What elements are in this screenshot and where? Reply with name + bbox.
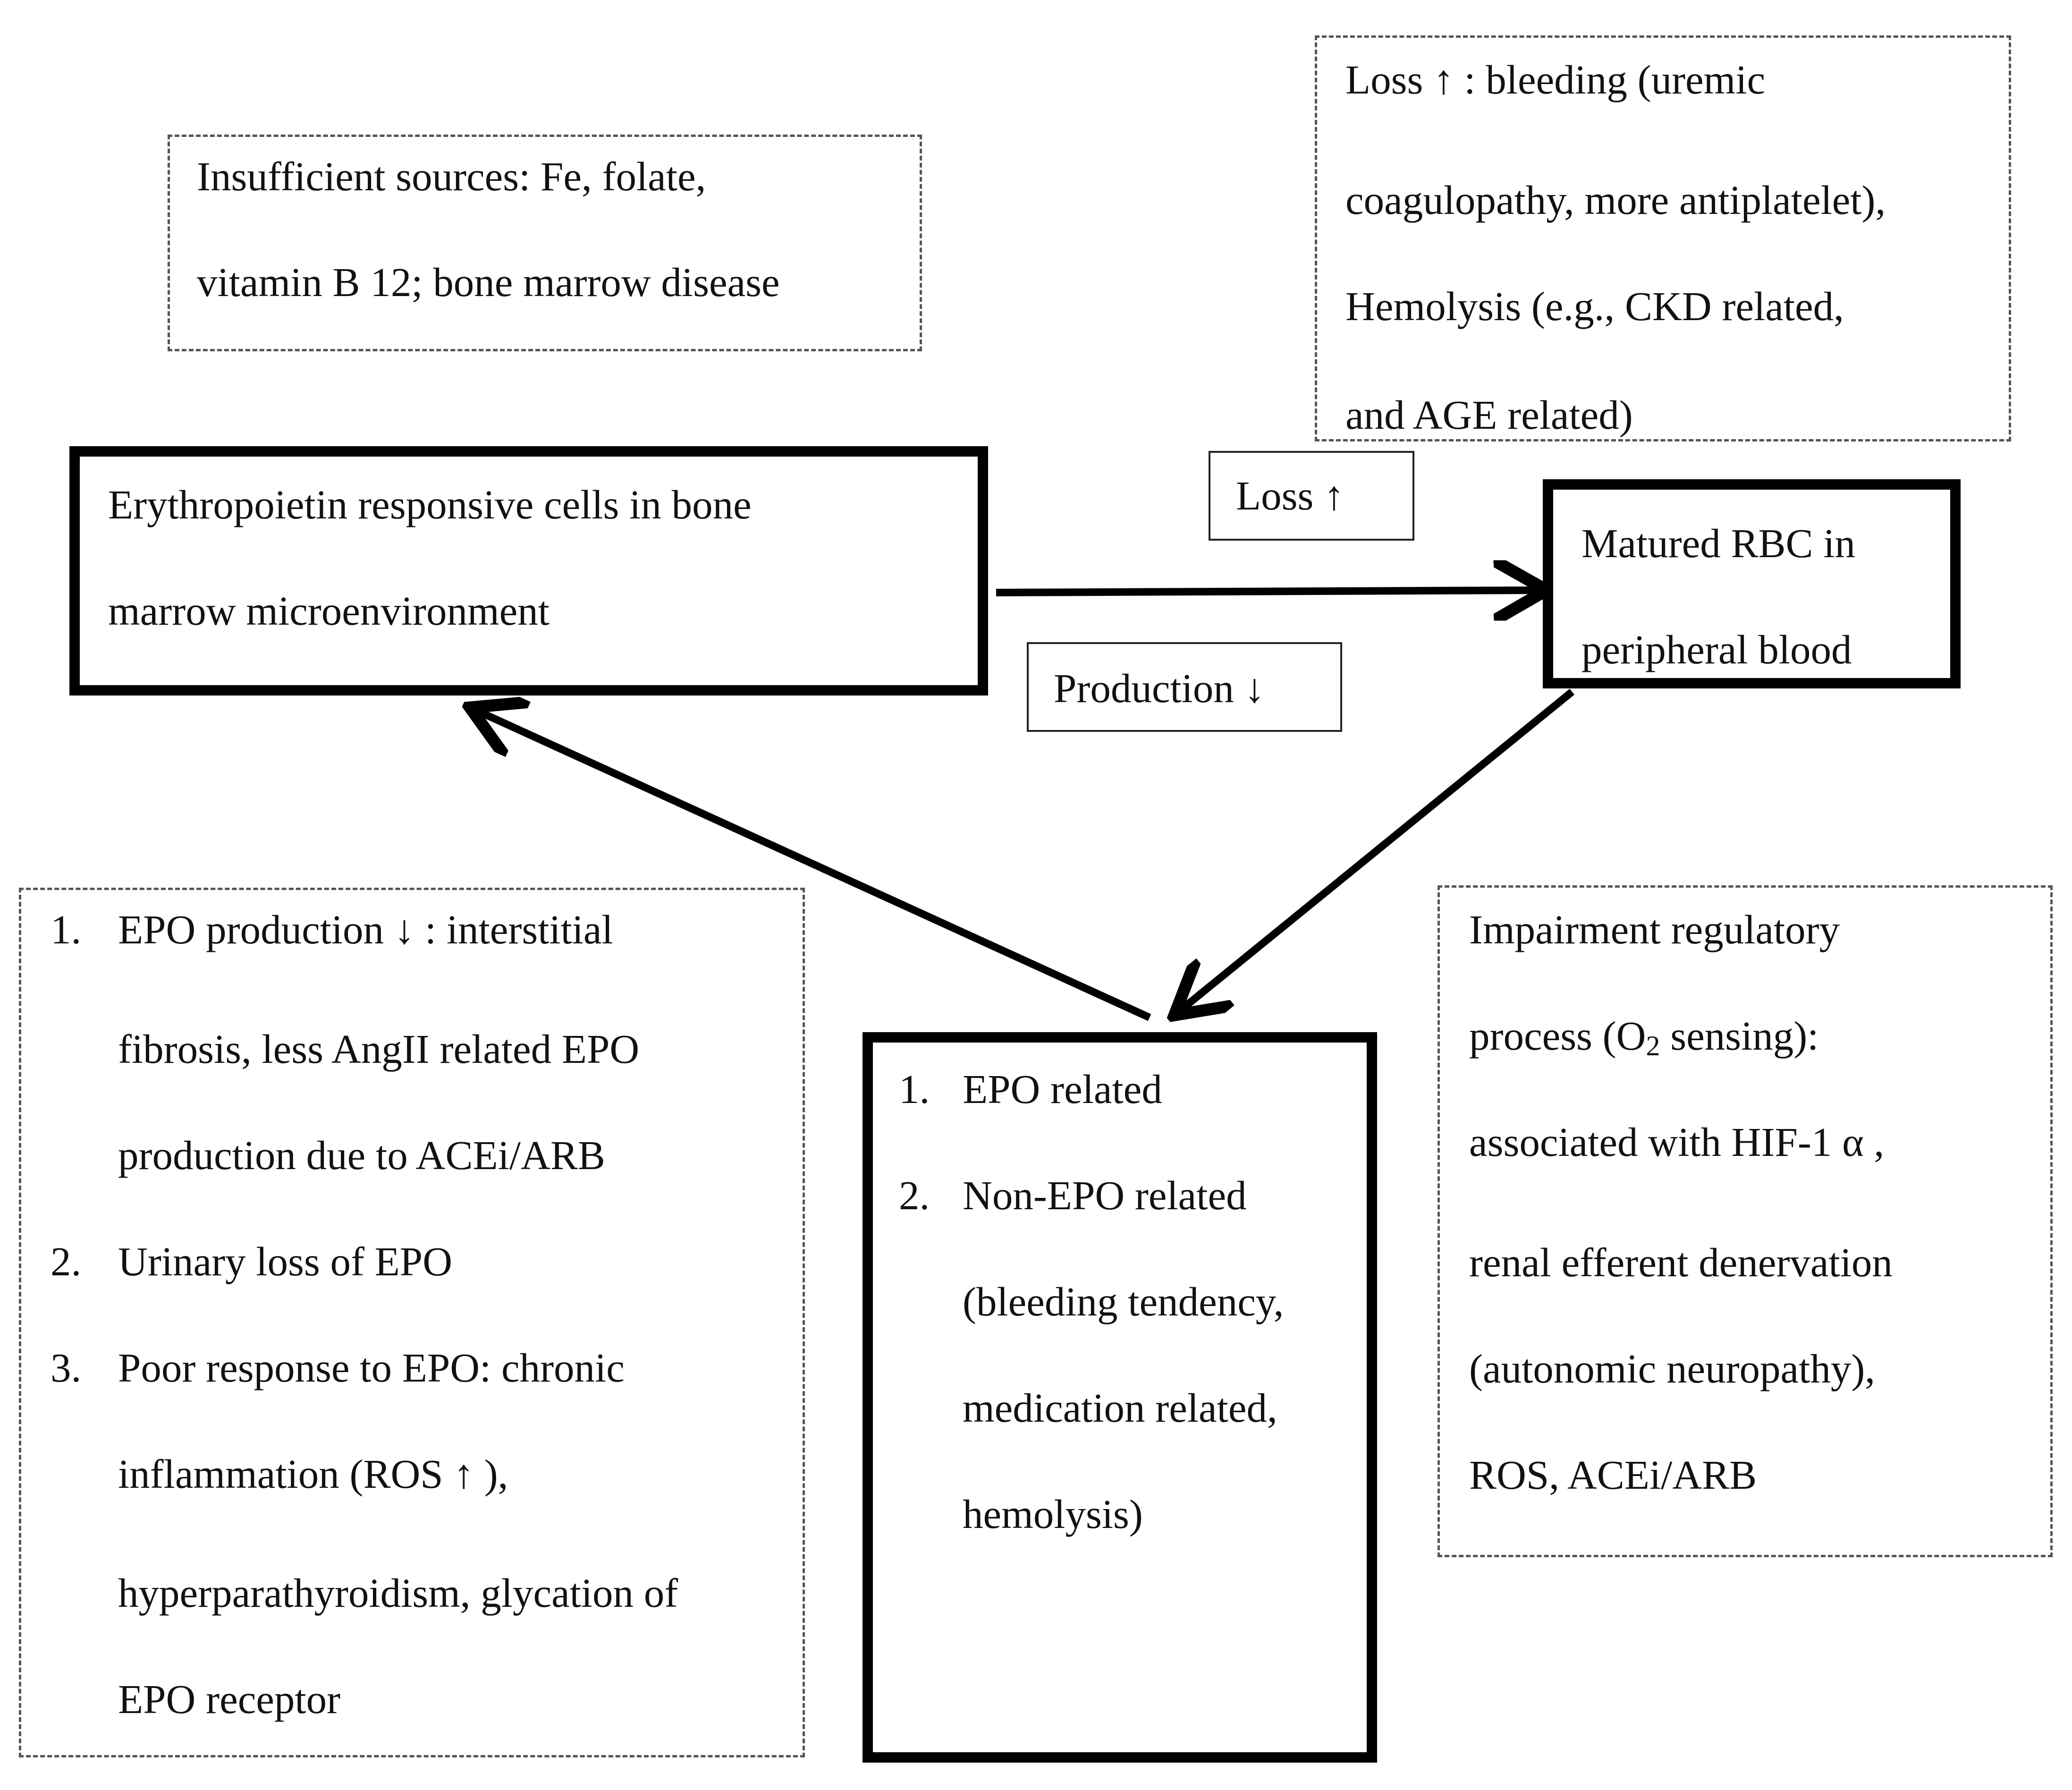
- epo-item-3-line-2: inflammation (ROS ↑ ),: [118, 1451, 508, 1497]
- impairment-box: Impairment regulatory process (O2 sensin…: [1438, 885, 2053, 1557]
- loss-causes-box: Loss ↑ : bleeding (uremic coagulopathy, …: [1315, 35, 2011, 441]
- impairment-line-5: (autonomic neuropathy),: [1469, 1346, 1876, 1391]
- epo-item-1-line-3: production due to ACEi/ARB: [118, 1132, 605, 1178]
- epo-causes-box: 1. EPO production ↓ : interstitial fibro…: [19, 888, 805, 1757]
- impairment-line-2-post: sensing):: [1660, 1013, 1819, 1059]
- epo-item-1-num: 1.: [51, 907, 82, 952]
- impairment-line-2-pre: process (O: [1469, 1013, 1646, 1059]
- insufficient-line-2: vitamin B 12; bone marrow disease: [197, 259, 780, 305]
- loss-line-1: Loss ↑ : bleeding (uremic: [1345, 57, 1766, 102]
- epo-item-2-num: 2.: [51, 1239, 82, 1284]
- epo-item-3-line-4: EPO receptor: [118, 1676, 341, 1722]
- epo-item-2-line-1: Urinary loss of EPO: [118, 1239, 453, 1284]
- epo-item-1-line-1: EPO production ↓ : interstitial: [118, 907, 613, 952]
- center-item-2-line-2: (bleeding tendency,: [963, 1279, 1284, 1324]
- impairment-line-3: associated with HIF-1 α ,: [1469, 1119, 1885, 1165]
- loss-line-2: coagulopathy, more antiplatelet),: [1345, 177, 1886, 223]
- production-label-box: Production ↓: [1027, 642, 1342, 732]
- insufficient-sources-box: Insufficient sources: Fe, folate, vitami…: [168, 135, 922, 351]
- impairment-line-2: process (O2 sensing):: [1469, 1015, 1818, 1060]
- epo-item-3-line-1: Poor response to EPO: chronic: [118, 1345, 625, 1391]
- epo-item-3-line-3: hyperparathyroidism, glycation of: [118, 1570, 678, 1616]
- insufficient-line-1: Insufficient sources: Fe, folate,: [197, 153, 706, 199]
- impairment-line-4: renal efferent denervation: [1469, 1239, 1893, 1285]
- center-item-1-line-1: EPO related: [963, 1066, 1162, 1112]
- rbc-line-2: peripheral blood: [1581, 627, 1852, 672]
- center-item-2-num: 2.: [899, 1172, 930, 1218]
- marrow-line-2: marrow microenvironment: [108, 588, 550, 634]
- production-arrow: [996, 590, 1539, 593]
- center-to-marrow-arrow: [477, 711, 1151, 1021]
- loss-label-box: Loss ↑: [1209, 451, 1414, 541]
- marrow-box: Erythropoietin responsive cells in bone …: [69, 446, 988, 696]
- impairment-line-1: Impairment regulatory: [1469, 907, 1840, 952]
- loss-label: Loss ↑: [1236, 473, 1345, 518]
- center-item-2-line-1: Non-EPO related: [963, 1172, 1247, 1218]
- center-item-1-num: 1.: [899, 1066, 930, 1112]
- center-item-2-line-4: hemolysis): [963, 1491, 1143, 1537]
- marrow-line-1: Erythropoietin responsive cells in bone: [108, 482, 752, 527]
- rbc-box: Matured RBC in peripheral blood: [1543, 479, 1961, 688]
- rbc-line-1: Matured RBC in: [1581, 520, 1855, 566]
- center-item-2-line-3: medication related,: [963, 1385, 1277, 1431]
- production-label: Production ↓: [1054, 665, 1265, 711]
- rbc-to-center-arrow: [1180, 688, 1575, 1010]
- loss-line-3: Hemolysis (e.g., CKD related,: [1345, 283, 1844, 329]
- epo-item-3-num: 3.: [51, 1345, 82, 1391]
- loss-line-4: and AGE related): [1345, 392, 1633, 438]
- center-box: 1. EPO related 2. Non-EPO related (bleed…: [863, 1032, 1377, 1763]
- epo-item-1-line-2: fibrosis, less AngII related EPO: [118, 1026, 640, 1072]
- impairment-line-6: ROS, ACEi/ARB: [1469, 1452, 1757, 1498]
- o2-subscript: 2: [1646, 1030, 1660, 1061]
